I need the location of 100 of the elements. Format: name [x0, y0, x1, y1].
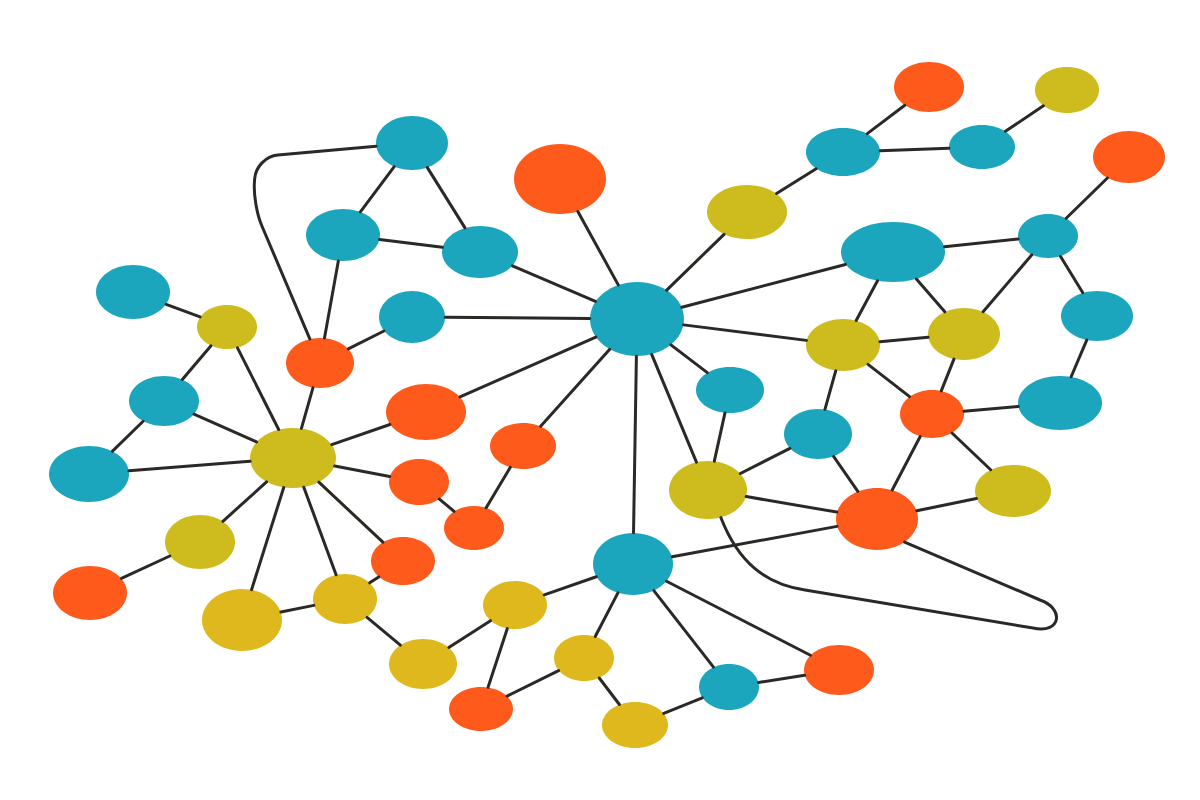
circle-node: [841, 222, 945, 282]
circle-node: [1018, 214, 1078, 258]
connector-line: [652, 589, 715, 669]
circle-node: [696, 367, 764, 413]
circle-node: [949, 125, 1015, 169]
circle-node: [707, 185, 787, 239]
circle-node: [442, 226, 518, 278]
connector-line: [670, 524, 839, 559]
circle-node: [1035, 67, 1099, 113]
connector-line: [1064, 176, 1109, 220]
connector-line: [437, 497, 456, 513]
connector-line: [865, 103, 907, 136]
connector-line: [539, 347, 612, 428]
circle-node: [376, 116, 448, 170]
connector-line: [425, 166, 467, 230]
connector-line: [358, 165, 396, 214]
connector-line: [378, 238, 444, 249]
connector-line: [119, 554, 172, 580]
connector-line: [164, 302, 202, 319]
connector-line: [914, 277, 947, 314]
connector-line: [757, 673, 807, 684]
circle-node: [129, 376, 199, 426]
connector-line: [669, 343, 709, 375]
circle-node: [202, 589, 282, 651]
connector-line: [443, 315, 592, 321]
connector-line: [890, 435, 922, 492]
connector-line: [942, 237, 1020, 249]
connector-line: [333, 464, 392, 478]
connector-line: [680, 262, 847, 309]
connector-line: [447, 619, 492, 649]
circle-node: [379, 291, 445, 343]
connector-line: [180, 344, 213, 381]
circle-node: [593, 533, 673, 595]
circle-node: [490, 423, 556, 469]
connector-line: [510, 264, 597, 303]
circle-node: [49, 446, 129, 502]
connector-line: [368, 575, 381, 585]
connector-line: [650, 352, 698, 464]
connector-line: [127, 459, 252, 473]
connector-line: [458, 335, 598, 399]
connector-line: [221, 480, 269, 523]
circle-node: [806, 319, 880, 371]
connector-line: [950, 431, 993, 472]
connector-line: [878, 335, 930, 344]
connector-line: [192, 412, 258, 444]
connector-line: [775, 167, 818, 196]
circle-node: [1061, 291, 1133, 341]
circle-node: [1018, 376, 1102, 430]
circle-node: [975, 465, 1051, 517]
circle-node: [900, 390, 964, 438]
circle-node: [836, 488, 918, 550]
circle-node: [386, 384, 466, 440]
circle-node: [894, 62, 964, 112]
circle-node: [389, 459, 449, 505]
connector-line: [744, 495, 839, 514]
connector-line: [346, 329, 386, 351]
connector-line: [915, 497, 978, 513]
connector-line: [719, 516, 1058, 631]
circle-node: [313, 574, 377, 624]
circle-node: [514, 144, 606, 214]
circle-node: [96, 265, 170, 319]
connector-line: [597, 676, 621, 706]
connector-line: [302, 485, 338, 577]
circle-node: [483, 581, 547, 629]
circle-node: [784, 409, 852, 459]
connector-line: [665, 232, 726, 292]
connector-line: [593, 591, 620, 638]
connector-line: [832, 454, 860, 493]
connector-line: [330, 422, 392, 447]
connector-line: [712, 411, 727, 463]
circle-node: [804, 645, 874, 695]
circle-node: [449, 687, 513, 731]
connector-line: [1058, 254, 1085, 295]
connector-line: [962, 405, 1020, 413]
connector-line: [854, 279, 879, 322]
connector-line: [576, 209, 620, 287]
connector-line: [252, 144, 378, 341]
connector-line: [682, 323, 808, 342]
circle-node: [554, 635, 614, 681]
connector-line: [542, 575, 598, 597]
connector-line: [632, 354, 638, 535]
connector-line: [484, 465, 512, 510]
connector-line: [981, 253, 1034, 314]
circle-node: [197, 305, 257, 349]
connector-line: [299, 386, 315, 430]
circle-node: [602, 702, 668, 748]
connector-line: [939, 357, 956, 393]
circle-node: [306, 209, 380, 261]
connector-line: [111, 419, 145, 453]
circle-node: [250, 428, 336, 488]
connector-line: [323, 259, 340, 340]
connector-line: [236, 346, 281, 431]
connector-line: [365, 615, 402, 647]
connector-line: [1069, 338, 1089, 379]
circle-node: [1093, 131, 1165, 183]
connector-line: [250, 486, 286, 592]
connector-line: [662, 696, 704, 715]
connector-line: [317, 480, 385, 544]
connector-line: [866, 362, 912, 399]
connector-line: [823, 369, 838, 411]
